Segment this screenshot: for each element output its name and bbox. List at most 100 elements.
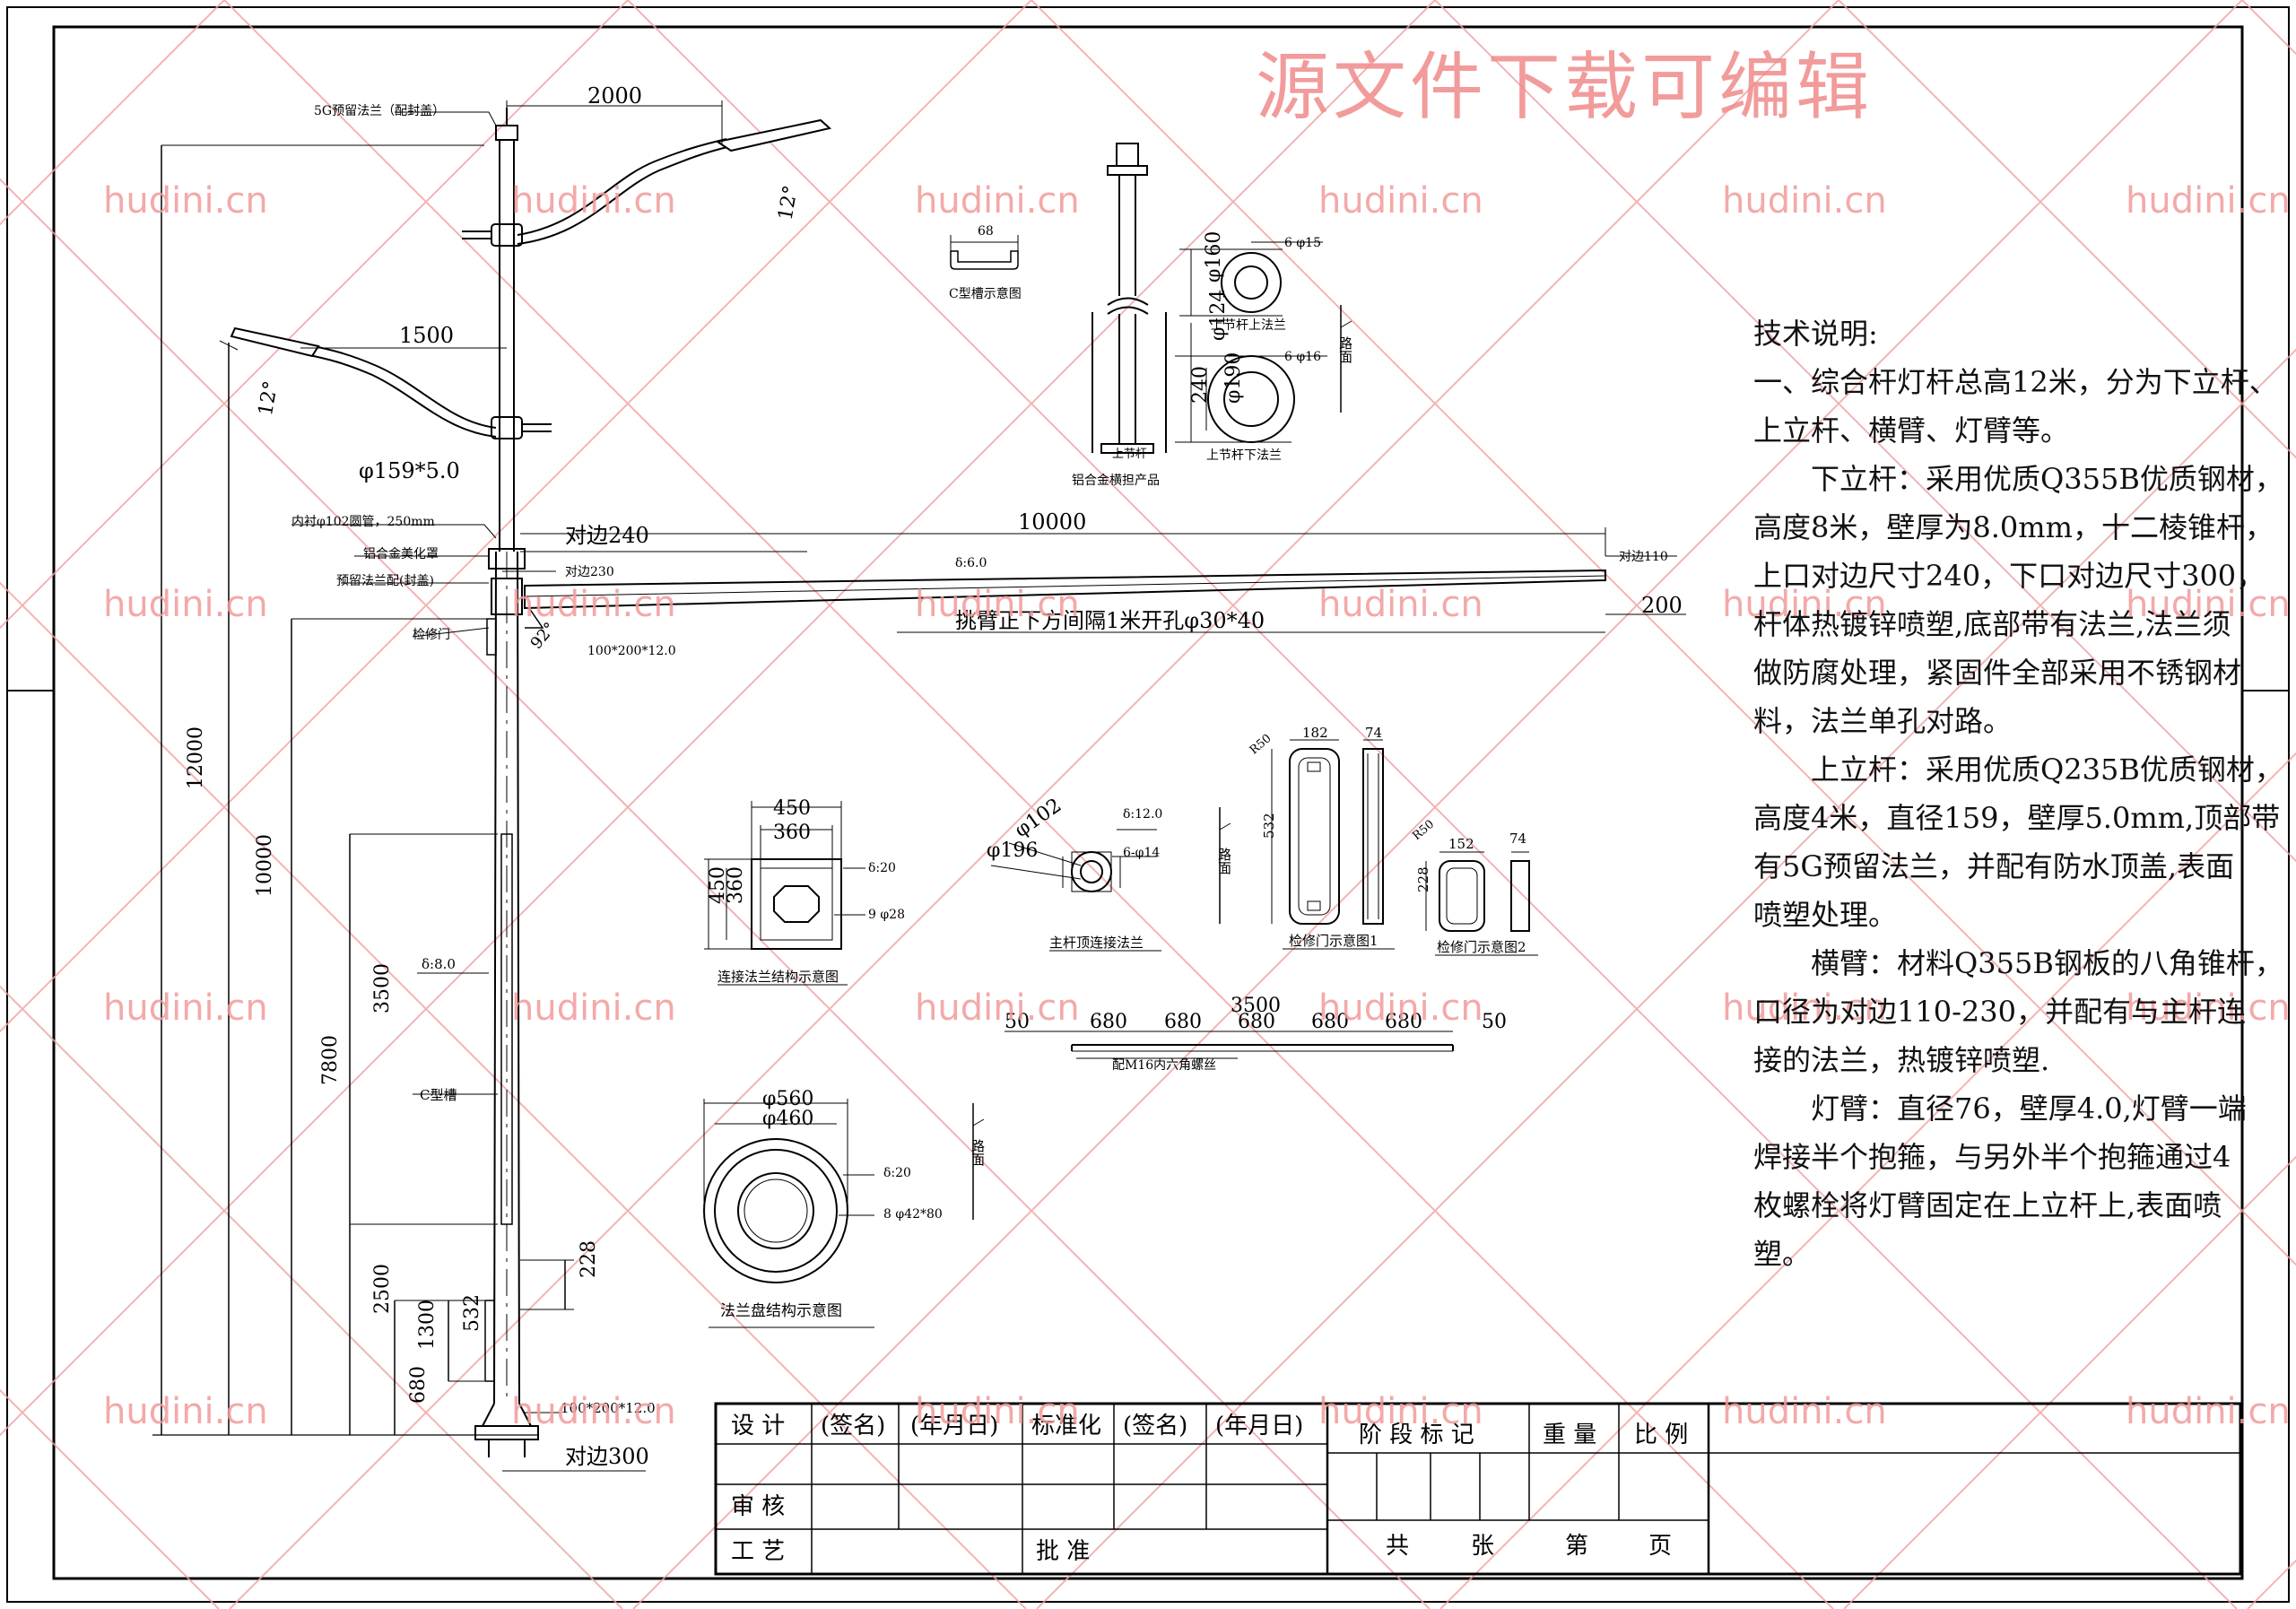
door2-h228: 228 — [1415, 866, 1431, 892]
base-across-flats: 对边300 — [565, 1444, 649, 1469]
watermark-site-text: hudini.cn — [1318, 584, 1483, 625]
tb-sign1: (签名) — [821, 1413, 885, 1439]
outer-border — [6, 6, 2290, 1603]
tb-review: 审 核 — [731, 1493, 785, 1520]
arm-lower-length: 1500 — [399, 323, 454, 348]
rail-seg-3: 680 — [1238, 1011, 1275, 1033]
watermark-site-text: hudini.cn — [915, 987, 1080, 1029]
tech-line: 有5G预留法兰，并配有防水顶盖,表面 — [1753, 849, 2235, 883]
door1-w182: 182 — [1302, 725, 1328, 741]
conn-flange-w450: 450 — [773, 797, 811, 820]
cover-label: 铝合金美化罩 — [363, 547, 439, 561]
tech-line: 塑。 — [1753, 1237, 1812, 1271]
tb-scale: 比 例 — [1634, 1422, 1688, 1448]
watermark-site-text: hudini.cn — [1722, 1391, 1887, 1432]
base-flange-d560: φ560 — [762, 1088, 813, 1110]
tech-line: 一、综合杆灯杆总高12米，分为下立杆、 — [1753, 365, 2278, 399]
watermark-site-text: hudini.cn — [103, 180, 268, 222]
base-flange-holes: 8 φ42*80 — [883, 1207, 943, 1222]
watermark-line — [0, 0, 1032, 1033]
road-label-upper: 路面 — [1337, 336, 1353, 363]
height-532: 532 — [461, 1294, 483, 1332]
across-flats-240: 对边240 — [565, 523, 649, 548]
watermark-site-text: hudini.cn — [1318, 180, 1483, 222]
watermark-line — [0, 0, 225, 226]
watermark-texts: hudini.cn hudini.cn hudini.cn hudini.cn hudi… — [103, 180, 2291, 1432]
flange-lower-d190: φ190 — [1222, 352, 1245, 404]
main-top-flange-thickness: δ:12.0 — [1123, 807, 1162, 822]
flange-top-label: 5G预留法兰（配封盖） — [314, 104, 445, 118]
tb-pages-no: 第 — [1565, 1533, 1588, 1560]
tech-title: 技术说明: — [1753, 317, 1878, 351]
watermark-site-text: hudini.cn — [2126, 987, 2291, 1029]
tech-line: 横臂：材料Q355B钢板的八角锥杆， — [1811, 946, 2283, 980]
tech-line: 口径为对边110-230，并配有与主杆连 — [1753, 995, 2246, 1029]
watermark-line — [0, 581, 1027, 1609]
watermark-line — [0, 1388, 220, 1609]
tech-line: 接的法兰，热镀锌喷塑. — [1753, 1043, 2050, 1077]
watermark-site-text: hudini.cn — [915, 180, 1080, 222]
tech-line: 做防腐处理，紧固件全部采用不锈钢材 — [1753, 656, 2242, 690]
tb-process: 工 艺 — [731, 1538, 785, 1565]
flange-lower-caption: 上节杆下法兰 — [1206, 448, 1282, 463]
tb-pages-page: 页 — [1648, 1533, 1672, 1560]
watermark-site-text: hudini.cn — [2126, 584, 2291, 625]
watermark-site-text: hudini.cn — [103, 1391, 268, 1432]
lamp-angle-upper: 12° — [775, 184, 803, 222]
tech-line: 高度8米，壁厚为8.0mm，十二棱锥杆， — [1753, 510, 2274, 544]
inner-tube-label: 内衬φ102圆管，250mm — [291, 515, 435, 529]
watermark-site-text: hudini.cn — [511, 987, 676, 1029]
road-label-door: 路面 — [1216, 848, 1232, 874]
rail-caption: 配M16内六角螺丝 — [1112, 1058, 1216, 1073]
rail-seg-1: 680 — [1090, 1011, 1127, 1033]
conn-flange-caption: 连接法兰结构示意图 — [718, 969, 839, 985]
watermark-site-text: hudini.cn — [2126, 1391, 2291, 1432]
main-top-flange-d196: φ196 — [987, 839, 1038, 862]
door2-r: R50 — [1410, 818, 1437, 843]
rail-seg-0: 50 — [1004, 1011, 1030, 1033]
watermark-site-text: hudini.cn — [103, 584, 268, 625]
conn-flange-h450: 450 — [707, 866, 729, 904]
door1-r: R50 — [1248, 732, 1274, 757]
upper-pole-spec: φ159*5.0 — [359, 458, 460, 483]
tech-line: 下立杆：采用优质Q355B优质钢材， — [1811, 462, 2283, 496]
watermark-site-text: hudini.cn — [511, 180, 676, 222]
watermark-line — [0, 985, 623, 1609]
conn-flange-h360: 360 — [725, 866, 747, 904]
tech-line: 上立杆：采用优质Q235B优质钢材， — [1811, 752, 2283, 787]
height-1300: 1300 — [416, 1300, 439, 1350]
rail-seg-5: 680 — [1385, 1011, 1422, 1033]
c-channel-caption: C型槽示意图 — [949, 286, 1022, 301]
aluminum-arm-label: 上节杆 — [1112, 448, 1147, 461]
watermark-line — [229, 0, 1839, 1609]
c-channel-width: 68 — [978, 224, 994, 239]
tb-pages-sheet: 张 — [1471, 1533, 1494, 1560]
height-228: 228 — [578, 1240, 600, 1278]
tb-weight: 重 量 — [1543, 1422, 1596, 1448]
door1-w74: 74 — [1365, 725, 1382, 741]
height-3500: 3500 — [371, 963, 394, 1013]
flange-lower-d240: 240 — [1189, 366, 1212, 404]
tech-line: 高度4米，直径159，壁厚5.0mm,顶部带 — [1753, 801, 2281, 835]
door2-caption: 检修门示意图2 — [1437, 939, 1526, 955]
watermark-site-text: hudini.cn — [1722, 987, 1887, 1029]
tech-line: 焊接半个抱箍，与另外半个抱箍通过4 — [1753, 1140, 2231, 1174]
main-top-flange-caption: 主杆顶连接法兰 — [1049, 935, 1144, 951]
crossarm-holes-note: 挑臂正下方间隔1米开孔φ30*40 — [955, 608, 1265, 633]
tech-line: 料，法兰单孔对路。 — [1753, 704, 2013, 738]
watermark-site-text: hudini.cn — [1722, 180, 1887, 222]
reserved-flange-label: 预留法兰配(封盖) — [336, 574, 434, 588]
watermark-line — [1843, 1155, 2296, 1609]
crossarm-end-offset: 200 — [1641, 593, 1683, 618]
tech-line: 杆体热镀锌喷塑,底部带有法兰,法兰须 — [1753, 607, 2231, 641]
tech-line: 上立杆、横臂、灯臂等。 — [1753, 413, 2070, 448]
c-channel-label: C型槽 — [420, 1087, 457, 1103]
watermark-line — [0, 0, 1436, 1437]
tb-approve: 批 准 — [1036, 1538, 1090, 1565]
main-top-flange-holes: 6-φ14 — [1123, 846, 1160, 860]
door1-caption: 检修门示意图1 — [1289, 933, 1378, 949]
height-680: 680 — [407, 1366, 430, 1404]
tb-date1: (年月日) — [910, 1413, 998, 1439]
tb-date2: (年月日) — [1215, 1413, 1303, 1439]
